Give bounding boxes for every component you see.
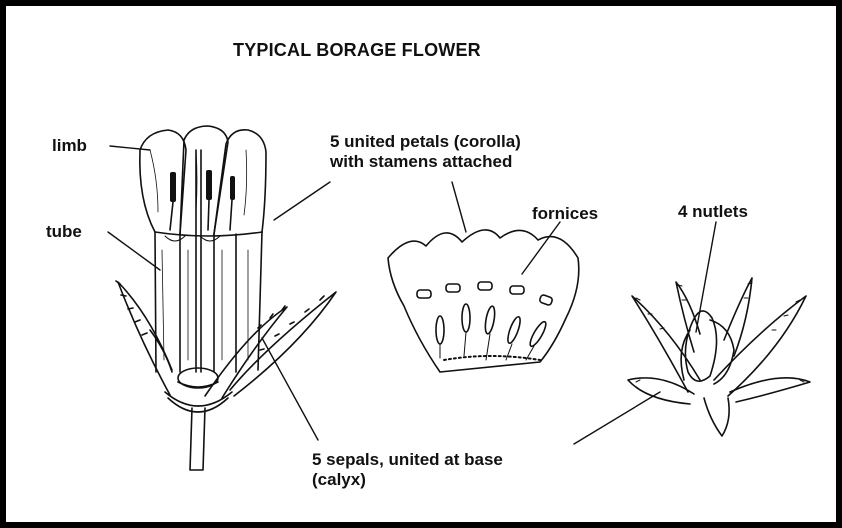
- leader-limb: [110, 146, 150, 150]
- leader-fornices: [522, 222, 560, 274]
- flower-stalk: [190, 408, 205, 470]
- opened-corolla: [388, 230, 579, 372]
- leader-sepals-right: [574, 392, 660, 444]
- label-corolla-line2: with stamens attached: [330, 152, 512, 172]
- corolla-limb-lobes: [140, 126, 266, 234]
- label-sepals-line2: (calyx): [312, 470, 366, 490]
- leader-corolla-left: [274, 182, 330, 220]
- style: [196, 150, 201, 372]
- calyx-sepals: [116, 281, 336, 398]
- label-tube: tube: [46, 222, 82, 242]
- leader-corolla-right: [452, 182, 466, 232]
- diagram-canvas: TYPICAL BORAGE FLOWER limb tube 5 united…: [6, 6, 836, 522]
- fornices-marks: [417, 282, 553, 306]
- label-fornices: fornices: [532, 204, 598, 224]
- borage-illustration: [6, 6, 836, 522]
- label-limb: limb: [52, 136, 87, 156]
- diagram-title: TYPICAL BORAGE FLOWER: [233, 40, 481, 60]
- corolla-tube: [155, 232, 262, 372]
- sepal-points: [628, 278, 810, 436]
- leader-tube: [108, 232, 160, 270]
- leader-nutlets: [696, 222, 716, 332]
- leader-lines: [108, 146, 716, 444]
- leader-sepals-left: [262, 338, 318, 440]
- flower-side-view: [116, 126, 336, 470]
- label-nutlets: 4 nutlets: [678, 202, 748, 222]
- label-corolla-line1: 5 united petals (corolla): [330, 132, 521, 152]
- nutlets-calyx: [628, 278, 810, 436]
- label-sepals-line1: 5 sepals, united at base: [312, 450, 503, 470]
- attached-stamens: [436, 304, 548, 360]
- anthers: [170, 170, 235, 202]
